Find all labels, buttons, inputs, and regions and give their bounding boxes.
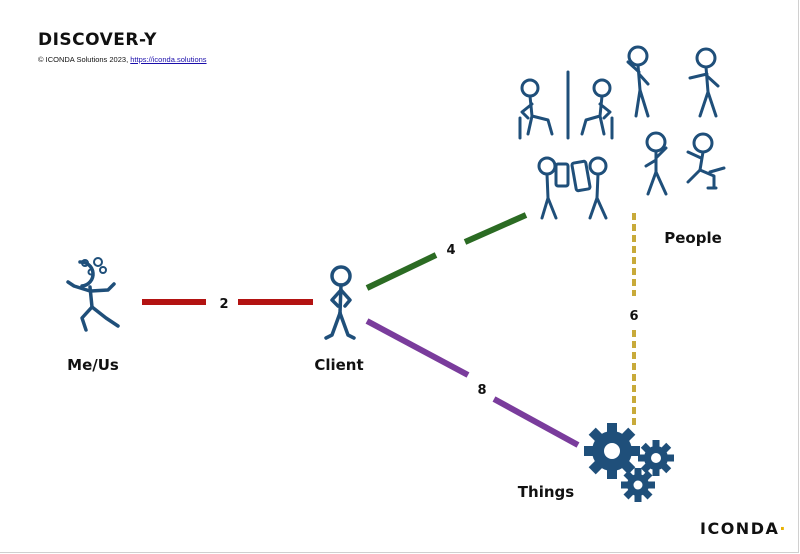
node-things-label: Things xyxy=(518,483,574,501)
edge-people-things-label: 6 xyxy=(629,309,638,324)
standing-pair-icon xyxy=(626,45,720,118)
bottom-gear-icon xyxy=(621,468,655,502)
thinking-person-icon xyxy=(66,257,120,332)
page-title: DISCOVER-Y xyxy=(38,30,157,50)
edge-client-people: 4 xyxy=(365,212,528,291)
node-client-label: Client xyxy=(314,356,363,374)
copyright-text: © ICONDA Solutions 2023, xyxy=(38,55,129,64)
gears-icon xyxy=(584,423,674,502)
standing-person-icon xyxy=(324,265,356,340)
large-gear-icon xyxy=(584,423,640,479)
node-me-label: Me/Us xyxy=(67,356,119,374)
edge-client-people-line-upper xyxy=(463,212,528,245)
brand-accent: · xyxy=(779,519,787,538)
copyright-line: © ICONDA Solutions 2023, https://iconda.… xyxy=(38,55,207,64)
edge-people-things: 6 xyxy=(629,213,639,426)
node-people-label: People xyxy=(664,229,722,247)
edge-client-things-label: 8 xyxy=(477,383,486,398)
edge-me-client: 2 xyxy=(142,297,313,312)
people-pair-icon xyxy=(644,131,726,196)
phone-call-people-icon xyxy=(518,70,614,140)
edge-me-client-label: 2 xyxy=(219,297,228,312)
edge-client-people-label: 4 xyxy=(446,243,455,258)
brand-logo: ICONDA· xyxy=(700,519,787,538)
brand-name: ICONDA xyxy=(700,519,780,538)
edge-client-things-line-lower xyxy=(492,396,580,448)
edge-client-things: 8 xyxy=(365,318,580,448)
edge-client-things-line-upper xyxy=(365,318,470,378)
people-group-icon xyxy=(537,156,608,220)
website-link[interactable]: https://iconda.solutions xyxy=(130,55,207,64)
small-gear-icon xyxy=(638,440,674,476)
edge-client-people-line-lower xyxy=(365,252,438,291)
